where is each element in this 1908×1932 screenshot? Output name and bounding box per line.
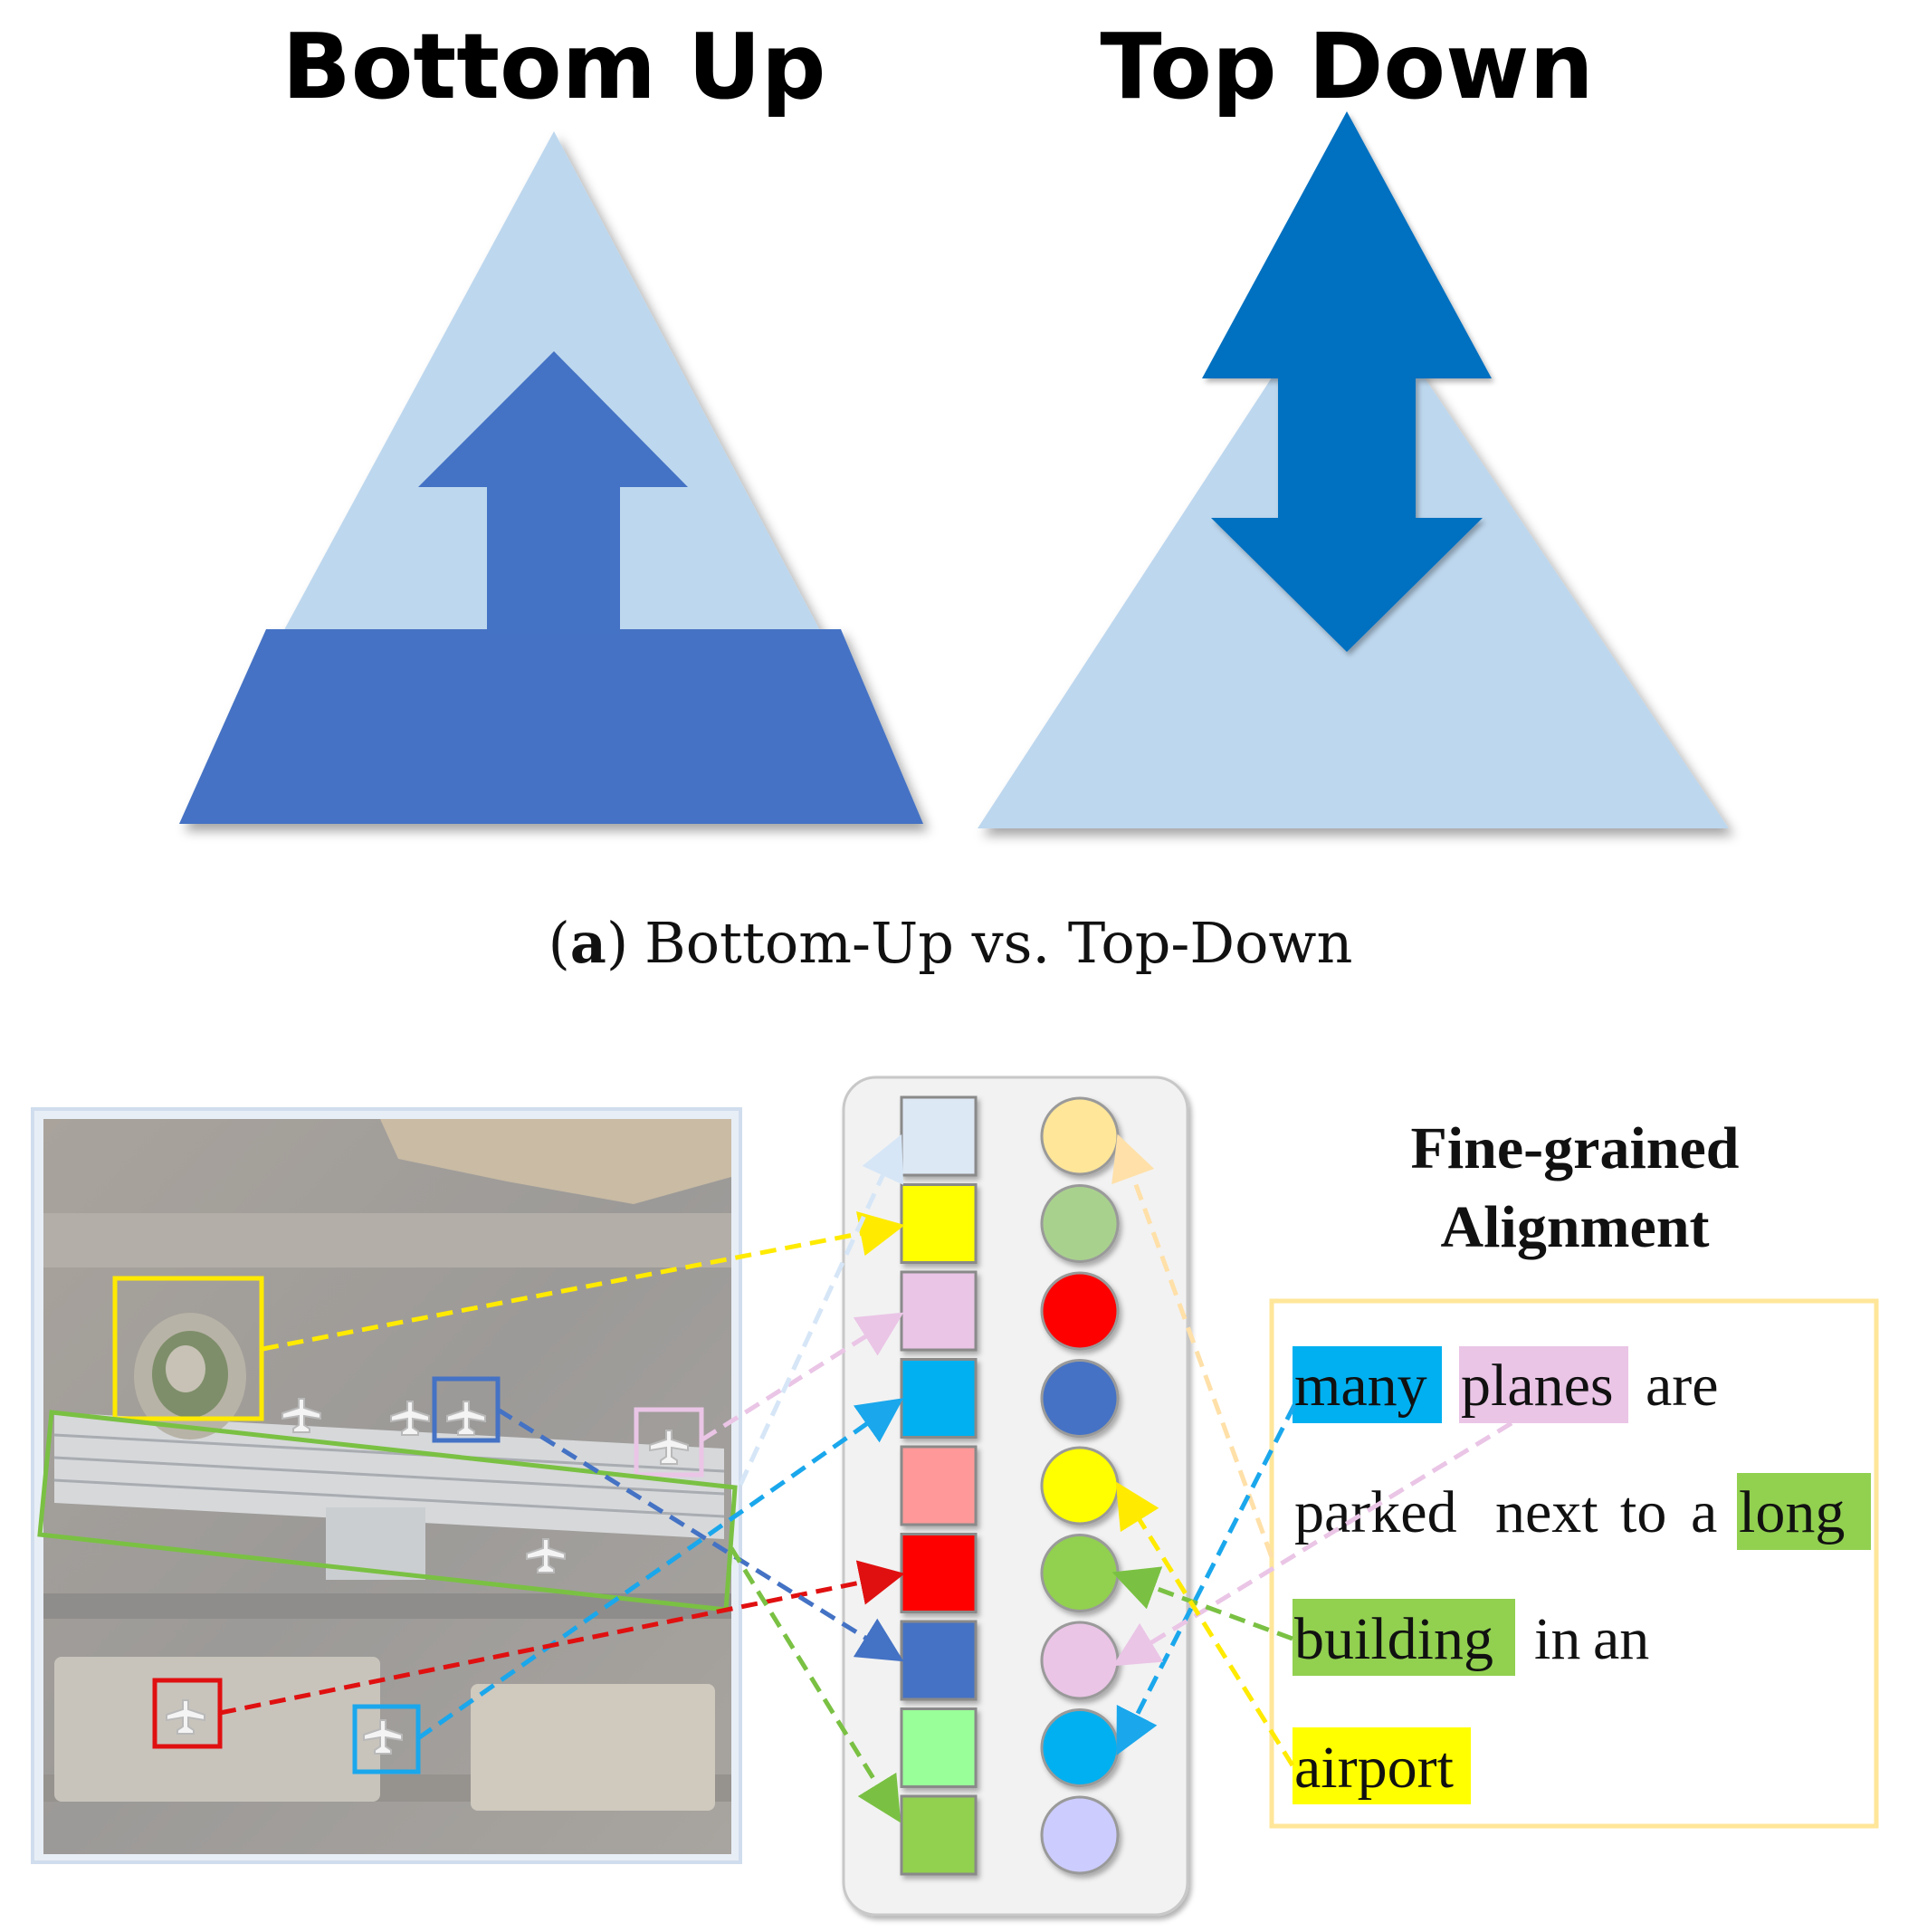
alignment-heading-line2: Alignment [1441, 1194, 1710, 1260]
highlight-long [1737, 1473, 1871, 1550]
panel-b: Fine-grained Alignment many planes are p… [31, 1076, 1879, 1917]
highlight-planes [1459, 1346, 1628, 1423]
region-box-cyan [352, 1704, 421, 1774]
connector-planes [1112, 1420, 1513, 1667]
bottom-up-title: Bottom Up [281, 14, 825, 120]
feature-panel [842, 1076, 1189, 1917]
feature-circle-7 [1040, 1621, 1120, 1700]
highlight-building [1293, 1599, 1515, 1676]
connector-green [729, 1546, 902, 1823]
connector-peach [1111, 1133, 1274, 1558]
feature-square-1 [900, 1095, 978, 1177]
connector-yellow [262, 1211, 905, 1352]
connector-cyan [416, 1398, 904, 1741]
highlight-many [1293, 1346, 1442, 1423]
sentence-text: many planes are parked next to a long bu… [1294, 1353, 1845, 1801]
word-next: next [1495, 1479, 1598, 1545]
feature-circle-6 [1040, 1534, 1120, 1612]
word-parked: parked [1294, 1479, 1457, 1545]
feature-circle-3 [1040, 1271, 1120, 1351]
feature-square-6 [900, 1533, 978, 1613]
connector-building [1111, 1566, 1293, 1641]
image-connectors [219, 1133, 905, 1823]
word-long: long [1739, 1479, 1845, 1545]
connector-pink [701, 1312, 904, 1442]
feature-circle-5 [1040, 1446, 1120, 1526]
feature-square-8 [900, 1707, 978, 1788]
word-to: to [1620, 1479, 1666, 1545]
word-many: many [1294, 1353, 1427, 1419]
word-airport: airport [1294, 1735, 1454, 1801]
feature-square-5 [900, 1445, 978, 1526]
top-down-title: Top Down [1100, 14, 1593, 120]
feature-circle-1 [1040, 1096, 1120, 1176]
caption-a: (a)Bottom-Up vs. Top-Down [549, 910, 1353, 976]
down-arrow-icon [1202, 111, 1492, 652]
connector-red [219, 1560, 905, 1716]
up-arrow-icon [418, 351, 688, 634]
text-connectors [1111, 1133, 1513, 1767]
feature-square-2 [900, 1183, 978, 1264]
panel-a: Bottom Up Top Down (a)Bottom-Up vs. Top-… [179, 14, 1729, 976]
region-box-pink [634, 1407, 704, 1478]
feature-circle-8 [1040, 1708, 1120, 1787]
region-box-red [152, 1678, 223, 1749]
alignment-heading-line1: Fine-grained [1411, 1115, 1740, 1181]
feature-square-7 [900, 1620, 978, 1701]
text-feature-column [1040, 1096, 1120, 1875]
feature-square-3 [900, 1270, 978, 1352]
visual-feature-column [900, 1095, 978, 1876]
aerial-airport-image [31, 1107, 742, 1864]
connector-lightblue [738, 1133, 903, 1487]
feature-circle-9 [1040, 1795, 1120, 1875]
word-in: in [1534, 1606, 1580, 1672]
region-box-yellow [112, 1276, 264, 1421]
connector-many [1116, 1403, 1297, 1755]
word-a: a [1691, 1479, 1717, 1545]
word-building: building [1294, 1606, 1493, 1672]
feature-square-4 [900, 1358, 978, 1439]
highlight-airport [1293, 1727, 1471, 1804]
word-are: are [1646, 1353, 1719, 1419]
connector-blue [496, 1407, 904, 1662]
word-highlights [1293, 1346, 1871, 1804]
feature-square-9 [900, 1794, 978, 1876]
feature-circle-2 [1040, 1184, 1120, 1263]
connector-airport [1115, 1481, 1295, 1767]
word-an: an [1593, 1606, 1649, 1672]
word-planes: planes [1461, 1353, 1614, 1419]
feature-circle-4 [1040, 1359, 1120, 1438]
